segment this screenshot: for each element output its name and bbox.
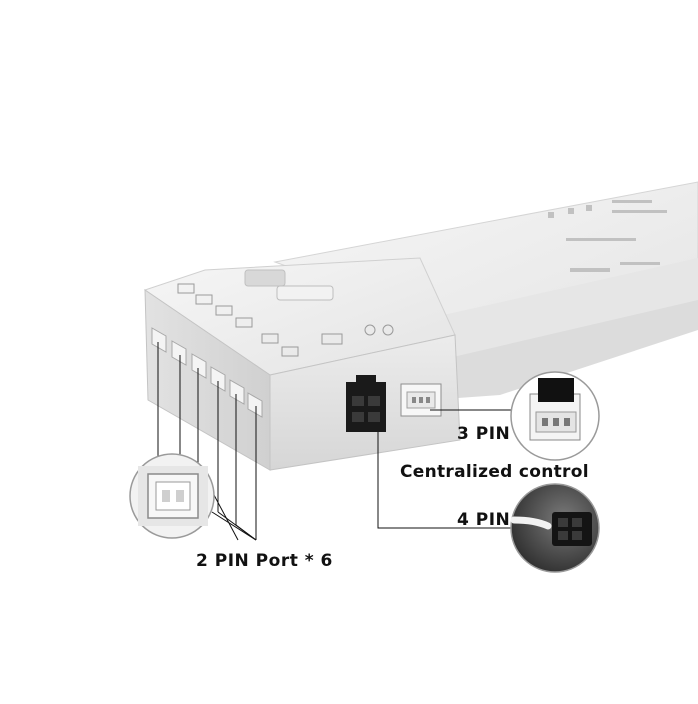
four-pin-label: 4 PIN [457, 510, 511, 530]
three-pin-closeup [510, 371, 600, 461]
two-pin-ports [151, 327, 263, 418]
two-pin-port-3 [191, 353, 207, 379]
centralized-control-label: Centralized control [400, 462, 589, 482]
two-pin-port-2 [171, 340, 187, 366]
two-pin-port-label: 2 PIN Port * 6 [196, 551, 333, 571]
two-pin-port-4 [210, 366, 226, 392]
three-pin-label: 3 PIN [457, 424, 511, 444]
driver-body [273, 181, 698, 398]
four-pin-closeup [510, 483, 600, 573]
two-pin-port-5 [229, 379, 245, 405]
three-pin-socket [400, 383, 442, 417]
two-pin-closeup [129, 453, 215, 539]
two-pin-port-1 [151, 327, 167, 353]
two-pin-port-6 [247, 392, 263, 418]
four-pin-socket [346, 375, 386, 432]
